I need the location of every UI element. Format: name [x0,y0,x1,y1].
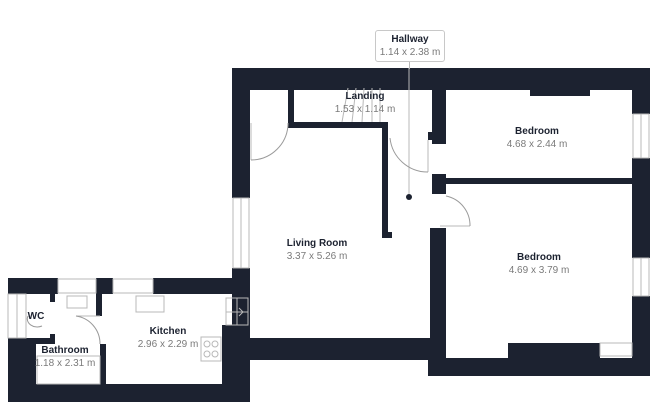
room-name-hallway: Hallway [391,34,429,45]
kitchen-divider-upper [96,290,102,316]
bedroom1-left-stub [428,132,434,140]
exterior-wall-right-mid [632,158,650,258]
window-icon [599,342,633,357]
kitchen-top-wall-left [8,278,58,294]
bedroom2-left-wall [430,228,446,376]
landing-wall-stub [382,232,392,238]
landing-wall-left [288,86,294,128]
door-swing-icon [75,315,101,345]
hallway-callout-pointer [409,61,410,69]
landing-wall-right [382,122,388,238]
exterior-wall-right-top [632,68,650,114]
bedrooms-divider [432,178,632,184]
room-dims-hallway: 1.14 x 2.38 m [379,47,441,58]
exterior-wall-bottom-right [428,358,650,376]
door-swing-icon [250,122,289,161]
light-fixture-icon [406,194,412,200]
landing-wall-bottom [288,122,388,128]
kitchen-divider-lower [100,344,106,384]
stairs-icon [341,87,381,123]
door-swing-icon [389,137,429,173]
door-swing-icon [440,195,471,227]
kitchen-top-wall-right [153,278,250,294]
kitchen-right-wall-join [232,325,250,360]
sink-icon [66,295,88,309]
kitchen-bottom-wall [8,384,242,402]
hallway-callout: Hallway 1.14 x 2.38 m [375,30,445,62]
bathroom-top-wall [8,338,54,344]
wc-divider [50,290,55,302]
exterior-wall-left-upper [232,68,250,198]
window-icon [112,278,154,294]
bath-icon [36,355,101,385]
divider-stub [432,174,446,194]
bedroom1-left-wall [432,86,446,144]
bedroom1-top-alcove [530,68,590,96]
hob-icon [200,336,222,362]
sink-icon [135,295,165,313]
living-bottom-step [362,344,442,360]
bedroom2-bottom-alcove [508,343,600,361]
toilet-icon [26,315,43,328]
exterior-wall-right-bottom [632,296,650,376]
bathroom-top-stub [50,334,55,344]
window-icon [57,278,97,294]
